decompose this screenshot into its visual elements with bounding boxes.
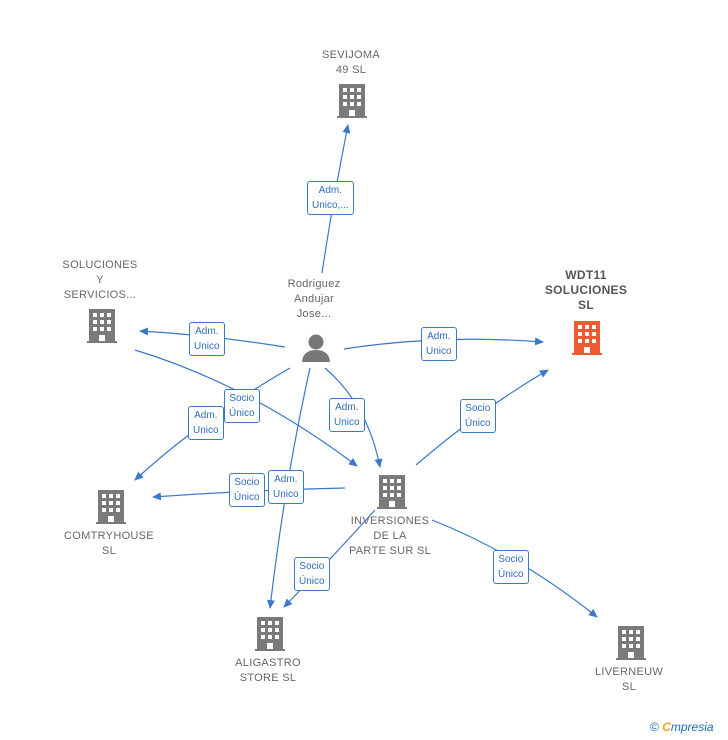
soluciones-building-icon[interactable] [87, 309, 117, 343]
edge-label-line: Adm. [194, 410, 218, 421]
edge-label-line: Unico [273, 489, 299, 500]
edge-label-line: Socio [299, 561, 325, 572]
edge-label-line: Unico [334, 417, 360, 428]
edge-label-line: Único [234, 492, 260, 503]
edge-label-line: Único [229, 408, 255, 419]
copyright-icon: © [650, 720, 659, 734]
node-label-line: LIVERNEUW [594, 666, 664, 678]
node-label-inversiones[interactable]: INVERSIONES DE LA PARTE SUR SL [349, 514, 431, 559]
node-label-line: Jose... [296, 308, 332, 320]
edge-label-line: Socio [498, 554, 524, 565]
edge-label-comtryhouse-socio[interactable]: Socio Único [229, 473, 265, 507]
node-label-line: SL [101, 545, 117, 557]
edge-label-line: Socio [234, 477, 260, 488]
liverneuw-building-icon[interactable] [616, 626, 646, 660]
node-label-line: Rodriguez [287, 278, 341, 290]
edge-inversiones-aligastro [283, 509, 376, 608]
edge-label-aligastro-socio[interactable]: Socio Único [294, 557, 330, 591]
edge-label-sevijoma[interactable]: Adm. Unico,... [307, 181, 354, 215]
edge-label-line: Adm. [274, 474, 298, 485]
node-label-line: 49 SL [335, 64, 367, 76]
node-label-line: COMTRYHOUSE [64, 530, 154, 542]
node-label-person[interactable]: Rodriguez Andujar Jose... [288, 277, 341, 322]
node-label-line: DE LA [373, 530, 407, 542]
node-label-sevijoma[interactable]: SEVIJOMA 49 SL [322, 48, 380, 78]
aligastro-building-icon[interactable] [255, 617, 285, 651]
edge-label-line: Adm. [318, 185, 343, 196]
node-label-line: SOLUCIONES [62, 259, 138, 271]
edge-label-inversiones-adm[interactable]: Adm. Unico [329, 398, 365, 432]
node-label-aligastro[interactable]: ALIGASTRO STORE SL [235, 656, 301, 686]
node-label-line: ALIGASTRO [235, 657, 301, 669]
edge-label-line: Socio [229, 393, 255, 404]
node-label-soluciones[interactable]: SOLUCIONES Y SERVICIOS... [62, 258, 137, 303]
edge-label-line: Socio [465, 403, 491, 414]
edge-label-line: Unico [426, 346, 452, 357]
brand-logo-text: mpresia [670, 720, 714, 734]
edge-label-comtryhouse-adm[interactable]: Adm. Unico [188, 406, 224, 440]
person-icon[interactable] [302, 334, 330, 363]
edge-label-line: Unico,... [312, 200, 349, 211]
edge-label-wdt11-adm[interactable]: Adm. Unico [421, 327, 457, 361]
edge-label-line: Unico [193, 425, 219, 436]
edge-label-line: Único [299, 576, 325, 587]
node-label-line: SL [621, 681, 637, 693]
inversiones-building-icon[interactable] [377, 475, 407, 509]
edge-label-aligastro-adm[interactable]: Adm. Unico [268, 470, 304, 504]
node-label-line: PARTE SUR SL [348, 545, 432, 557]
node-label-line: INVERSIONES [350, 515, 430, 527]
edge-label-soluciones[interactable]: Adm. Unico [189, 322, 225, 356]
edge-label-wdt11-socio[interactable]: Socio Único [460, 399, 496, 433]
edge-label-line: Único [465, 418, 491, 429]
comtryhouse-building-icon[interactable] [96, 490, 126, 524]
node-label-line: WDT11 [565, 268, 607, 282]
node-label-line: SL [578, 298, 594, 312]
node-label-line: SOLUCIONES [544, 283, 628, 297]
edge-label-liverneuw-socio[interactable]: Socio Único [493, 550, 529, 584]
edge-label-line: Adm. [335, 402, 359, 413]
node-label-line: STORE SL [239, 672, 297, 684]
node-label-liverneuw[interactable]: LIVERNEUW SL [595, 665, 663, 695]
wdt11-building-icon[interactable] [572, 321, 602, 355]
brand-logo-letter: C [662, 720, 671, 734]
sevijoma-building-icon[interactable] [337, 84, 367, 118]
edge-label-line: Único [498, 569, 524, 580]
node-label-line: SEVIJOMA [321, 49, 381, 61]
edge-label-soluciones-socio[interactable]: Socio Único [224, 389, 260, 423]
node-label-comtryhouse[interactable]: COMTRYHOUSE SL [64, 529, 154, 559]
edge-label-line: Unico [194, 341, 220, 352]
node-label-line: Y [96, 274, 104, 286]
node-label-line: Andujar [293, 293, 334, 305]
node-label-line: SERVICIOS... [63, 289, 137, 301]
edge-label-line: Adm. [195, 326, 219, 337]
empresia-brand[interactable]: © Cmpresia [650, 720, 714, 734]
edge-label-line: Adm. [427, 331, 451, 342]
node-label-wdt11[interactable]: WDT11 SOLUCIONES SL [545, 268, 627, 313]
